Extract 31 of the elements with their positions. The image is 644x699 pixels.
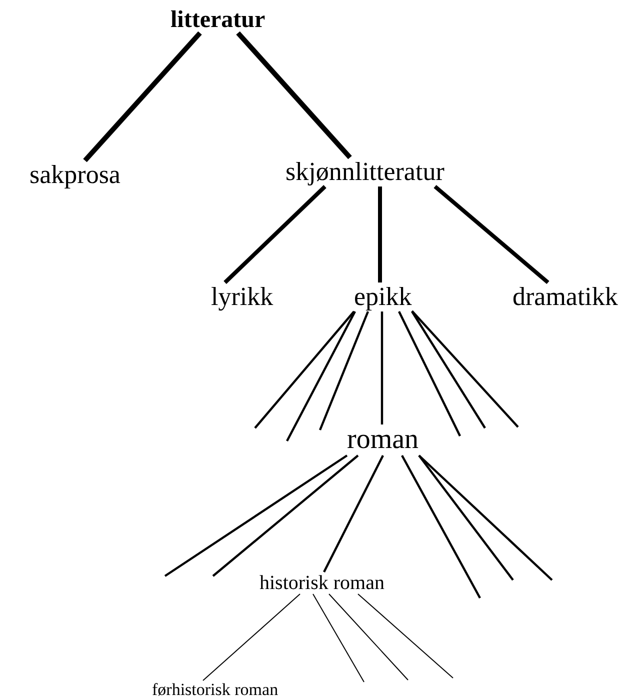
- node-label: litteratur: [170, 7, 266, 34]
- connector-line: [380, 312, 384, 424]
- node-label: førhistorisk roman: [152, 680, 278, 699]
- node-label: skjønnlitteratur: [286, 158, 444, 186]
- connector-line: [164, 454, 348, 577]
- connector-line: [224, 185, 326, 284]
- connector-line: [418, 454, 553, 581]
- node-label: epikk: [354, 282, 412, 312]
- connector-line: [378, 186, 382, 282]
- node-label: historisk roman: [260, 572, 384, 594]
- node-label: lyrikk: [211, 282, 274, 312]
- connector-line: [202, 594, 300, 681]
- connector-line: [401, 454, 481, 599]
- connector-line: [398, 311, 461, 436]
- connector-line: [411, 310, 519, 428]
- connector-line: [286, 310, 356, 442]
- connector-line: [312, 594, 364, 682]
- connector-line: [411, 310, 486, 429]
- connector-line: [318, 311, 370, 430]
- connector-line: [236, 31, 352, 160]
- connector-line: [434, 184, 550, 284]
- connector-line: [358, 594, 454, 678]
- node-label: sakprosa: [30, 160, 120, 190]
- connector-line: [328, 594, 408, 680]
- connector-line: [212, 454, 359, 577]
- connector-line: [83, 31, 202, 162]
- node-label: dramatikk: [512, 282, 618, 312]
- connector-line: [323, 455, 384, 572]
- connector-line: [418, 454, 514, 581]
- node-label: roman: [347, 424, 419, 456]
- connector-line: [254, 310, 355, 429]
